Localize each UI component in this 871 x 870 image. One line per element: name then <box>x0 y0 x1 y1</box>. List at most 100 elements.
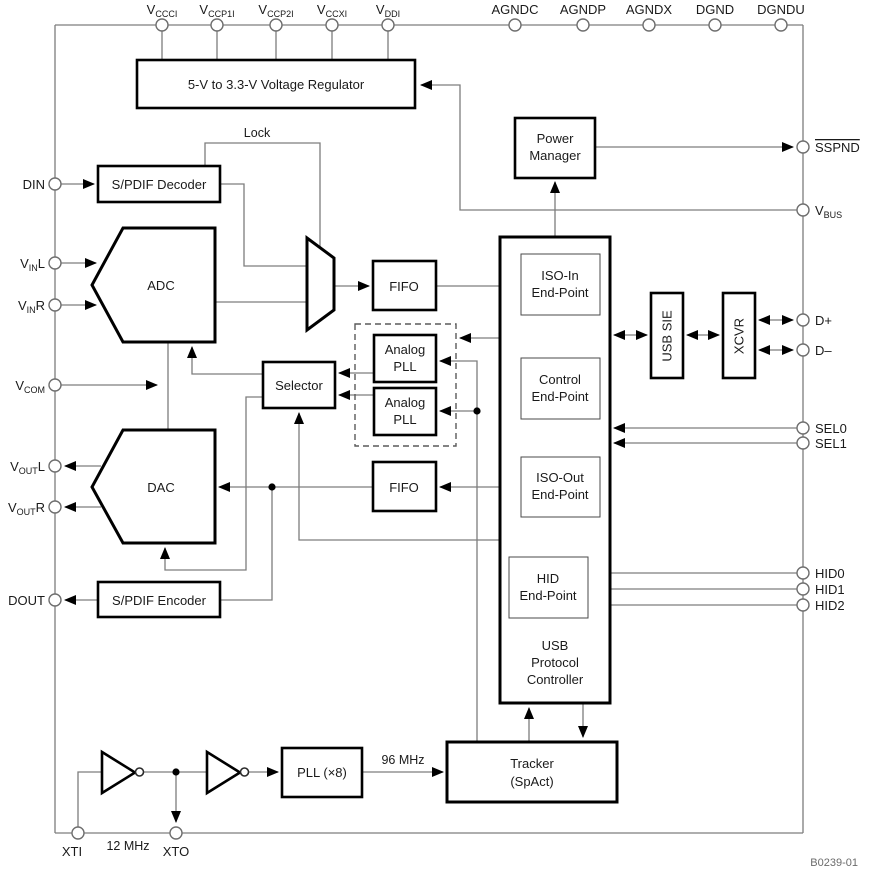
pin-vccp1i <box>210 18 224 32</box>
spdif-decoder-label: S/PDIF Decoder <box>112 177 207 192</box>
pin-hid1 <box>796 582 810 596</box>
pin-label-hid2: HID2 <box>815 598 845 613</box>
fifo-out-label: FIFO <box>389 480 419 495</box>
iso-out-endpoint-block <box>520 456 601 518</box>
pin-label-xto: XTO <box>163 844 190 859</box>
iso-in-endpoint-block <box>520 253 601 316</box>
pin-vinr <box>48 298 62 312</box>
control-endpoint-label-2: End-Point <box>531 389 588 404</box>
pin-label-vccxi: VCCXI <box>317 2 347 19</box>
pin-xti <box>71 826 85 840</box>
pll-x8-block <box>280 746 364 799</box>
usb-sie-block <box>649 291 685 380</box>
wire-vbus-to-regulator <box>420 80 803 211</box>
pin-label-vbus: VBUS <box>815 203 842 220</box>
pin-label-agndc: AGNDC <box>492 2 539 17</box>
pin-circles <box>48 18 810 840</box>
pin-voutl <box>48 459 62 473</box>
dac-label: DAC <box>147 480 174 495</box>
wire-tracker-to-pll1 <box>439 356 478 742</box>
wire-lock <box>204 142 321 249</box>
power-manager-label-1: Power <box>537 131 575 146</box>
pin-dout <box>48 593 62 607</box>
pin-sel1 <box>796 436 810 450</box>
wire-selector-to-adc <box>187 346 263 375</box>
analog-pll-2-label-2: PLL <box>393 412 416 427</box>
pin-dplus <box>796 313 810 327</box>
lock-label: Lock <box>244 126 271 140</box>
wire-decoder-to-mux <box>220 183 307 267</box>
pin-label-vcom: VCOM <box>15 378 45 395</box>
pin-labels: VCCCI VCCP1I VCCP2I VCCXI VDDI AGNDC AGN… <box>8 2 860 859</box>
junction-xto <box>172 768 180 776</box>
analog-pll-group-box <box>354 323 457 447</box>
hid-endpoint-label-1: HID <box>537 571 559 586</box>
usb-protocol-controller-label-3: Controller <box>527 672 584 687</box>
pin-voutr <box>48 500 62 514</box>
usb-protocol-controller-label-1: USB <box>542 638 569 653</box>
control-endpoint-block <box>520 357 601 420</box>
fifo-in-label: FIFO <box>389 279 419 294</box>
wire-xti-to-buffer <box>77 771 102 833</box>
pin-hid0 <box>796 566 810 580</box>
fifo-out-block <box>371 460 438 513</box>
pin-vinl <box>48 256 62 270</box>
selector-label: Selector <box>275 378 323 393</box>
annotation-labels: Lock 96 MHz 12 MHz B0239-01 <box>106 126 858 869</box>
pin-vccp2i <box>269 18 283 32</box>
freq-12mhz-label: 12 MHz <box>106 839 149 853</box>
iso-in-endpoint-label-1: ISO-In <box>541 268 579 283</box>
xcvr-label: XCVR <box>732 318 747 354</box>
pin-agndc <box>508 18 522 32</box>
control-endpoint-label-1: Control <box>539 372 581 387</box>
pin-label-din: DIN <box>23 177 45 192</box>
pin-label-hid1: HID1 <box>815 582 845 597</box>
pin-label-hid0: HID0 <box>815 566 845 581</box>
pin-agndx <box>642 18 656 32</box>
tracker-block <box>445 740 619 804</box>
pin-label-voutl: VOUTL <box>10 459 45 476</box>
block-labels: 5-V to 3.3-V Voltage Regulator Power Man… <box>112 77 747 789</box>
iso-in-endpoint-label-2: End-Point <box>531 285 588 300</box>
analog-pll-1-block <box>372 333 438 384</box>
pin-label-sel0: SEL0 <box>815 421 847 436</box>
pin-vccxi <box>325 18 339 32</box>
pin-label-vinl: VINL <box>20 256 45 273</box>
pin-label-dgnd: DGND <box>696 2 734 17</box>
spdif-decoder-block <box>96 164 222 204</box>
freq-96mhz-label: 96 MHz <box>381 753 424 767</box>
pin-dgnd <box>708 18 722 32</box>
pin-vccci <box>155 18 169 32</box>
wire-branch-to-encoder <box>220 487 273 601</box>
junction-pll2 <box>473 407 481 415</box>
power-manager-block <box>513 116 597 180</box>
buffer-1-inverter-bubble <box>134 767 145 777</box>
pll-x8-label: PLL (×8) <box>297 765 347 780</box>
pin-dgndu <box>774 18 788 32</box>
pin-label-dout: DOUT <box>8 593 45 608</box>
adc-block <box>90 226 217 344</box>
analog-pll-2-block <box>372 386 438 437</box>
spdif-encoder-block <box>96 580 222 619</box>
voltage-regulator-label: 5-V to 3.3-V Voltage Regulator <box>188 77 365 92</box>
hid-endpoint-block <box>508 556 589 619</box>
power-manager-label-2: Manager <box>529 148 581 163</box>
pin-dminus <box>796 343 810 357</box>
blocks <box>90 58 757 804</box>
crystal-buffer-2 <box>205 749 243 796</box>
pin-label-dgndu: DGNDU <box>757 2 805 17</box>
buffer-2-inverter-bubble <box>239 767 250 777</box>
voltage-regulator-block <box>135 58 417 110</box>
pin-label-xti: XTI <box>62 844 82 859</box>
mux-shape <box>305 235 336 333</box>
pin-label-vccp1i: VCCP1I <box>199 2 234 19</box>
wire-selector-to-dac <box>160 396 263 571</box>
pin-label-agndx: AGNDX <box>626 2 673 17</box>
pin-vddi <box>381 18 395 32</box>
crystal-buffer-1 <box>100 749 138 796</box>
pin-agndp <box>576 18 590 32</box>
pin-label-vinr: VINR <box>18 298 45 315</box>
pin-label-vccp2i: VCCP2I <box>258 2 293 19</box>
pin-vbus <box>796 203 810 217</box>
